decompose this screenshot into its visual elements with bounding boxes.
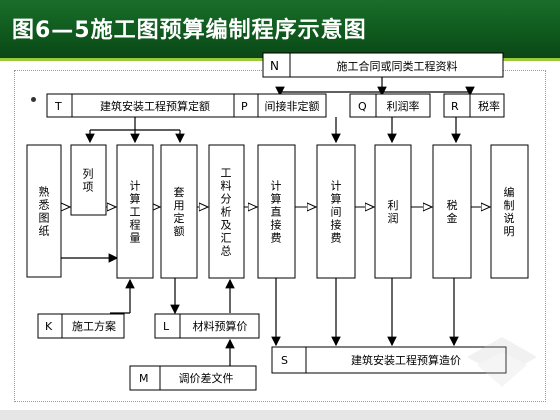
step-labels: 熟悉图纸 列项 计算工程量 套用定额 工料分析及汇总 计算直接费 计算间接费 利润 税金 编制说明	[39, 167, 515, 258]
box-L: L 材料预算价	[154, 313, 260, 339]
title-banner	[0, 0, 560, 58]
box-N: N 施工合同或同类工程资料	[262, 52, 504, 78]
step-label-7: 计算间接费	[331, 180, 342, 245]
step-box-3	[116, 144, 154, 279]
footer-bar	[0, 410, 560, 420]
step-label-2: 列项	[83, 167, 94, 194]
box-R: R 税率	[443, 93, 505, 118]
step-label-3: 计算工程量	[130, 180, 141, 245]
box-label-R: 税率	[478, 99, 500, 113]
box-label-N: 施工合同或同类工程资料	[337, 59, 458, 73]
box-label-L: 材料预算价	[193, 319, 248, 333]
step-box-10	[490, 144, 529, 279]
step-box-6	[257, 144, 296, 279]
watermark-logo-icon	[467, 337, 537, 387]
step-label-10: 编制说明	[504, 185, 515, 238]
step-box-9	[432, 144, 472, 279]
step-box-1	[26, 144, 62, 278]
box-Q: Q 利润率	[349, 93, 431, 118]
step-box-7	[316, 144, 356, 279]
box-id-T: T	[54, 100, 62, 113]
box-id-P: P	[241, 100, 248, 113]
box-M: M 调价差文件	[129, 365, 257, 391]
box-id-R: R	[451, 100, 459, 113]
step-label-8: 利润	[388, 199, 399, 225]
box-T: T 建筑安装工程预算定额	[46, 93, 242, 118]
step-box-4	[160, 144, 198, 279]
step-box-8	[374, 144, 412, 279]
step-label-9: 税金	[447, 198, 458, 225]
box-label-Q: 利润率	[387, 99, 420, 113]
step-box-2	[70, 144, 107, 216]
step-boxes	[26, 144, 529, 279]
step-box-5	[208, 144, 245, 279]
step-label-5: 工料分析及汇总	[221, 167, 232, 258]
box-label-P: 间接非定额	[265, 99, 320, 113]
step-label-6: 计算直接费	[271, 180, 282, 245]
box-S: S 建筑安装工程预算造价	[271, 346, 507, 374]
box-id-L: L	[163, 320, 170, 333]
step-label-4: 套用定额	[174, 186, 185, 238]
box-label-M: 调价差文件	[179, 371, 234, 385]
bullet-icon	[31, 97, 36, 102]
slide-title: 图6—5施工图预算编制程序示意图	[12, 18, 367, 43]
box-label-S: 建筑安装工程预算造价	[351, 353, 461, 367]
box-id-S: S	[281, 354, 288, 367]
box-label-T: 建筑安装工程预算定额	[100, 99, 210, 113]
box-id-K: K	[45, 320, 53, 333]
box-P: P 间接非定额	[233, 93, 327, 118]
box-label-K: 施工方案	[72, 319, 116, 333]
box-id-M: M	[139, 372, 149, 385]
box-id-Q: Q	[358, 100, 367, 113]
box-id-N: N	[270, 59, 279, 73]
box-K: K 施工方案	[37, 313, 125, 339]
step-label-1: 熟悉图纸	[39, 185, 50, 238]
